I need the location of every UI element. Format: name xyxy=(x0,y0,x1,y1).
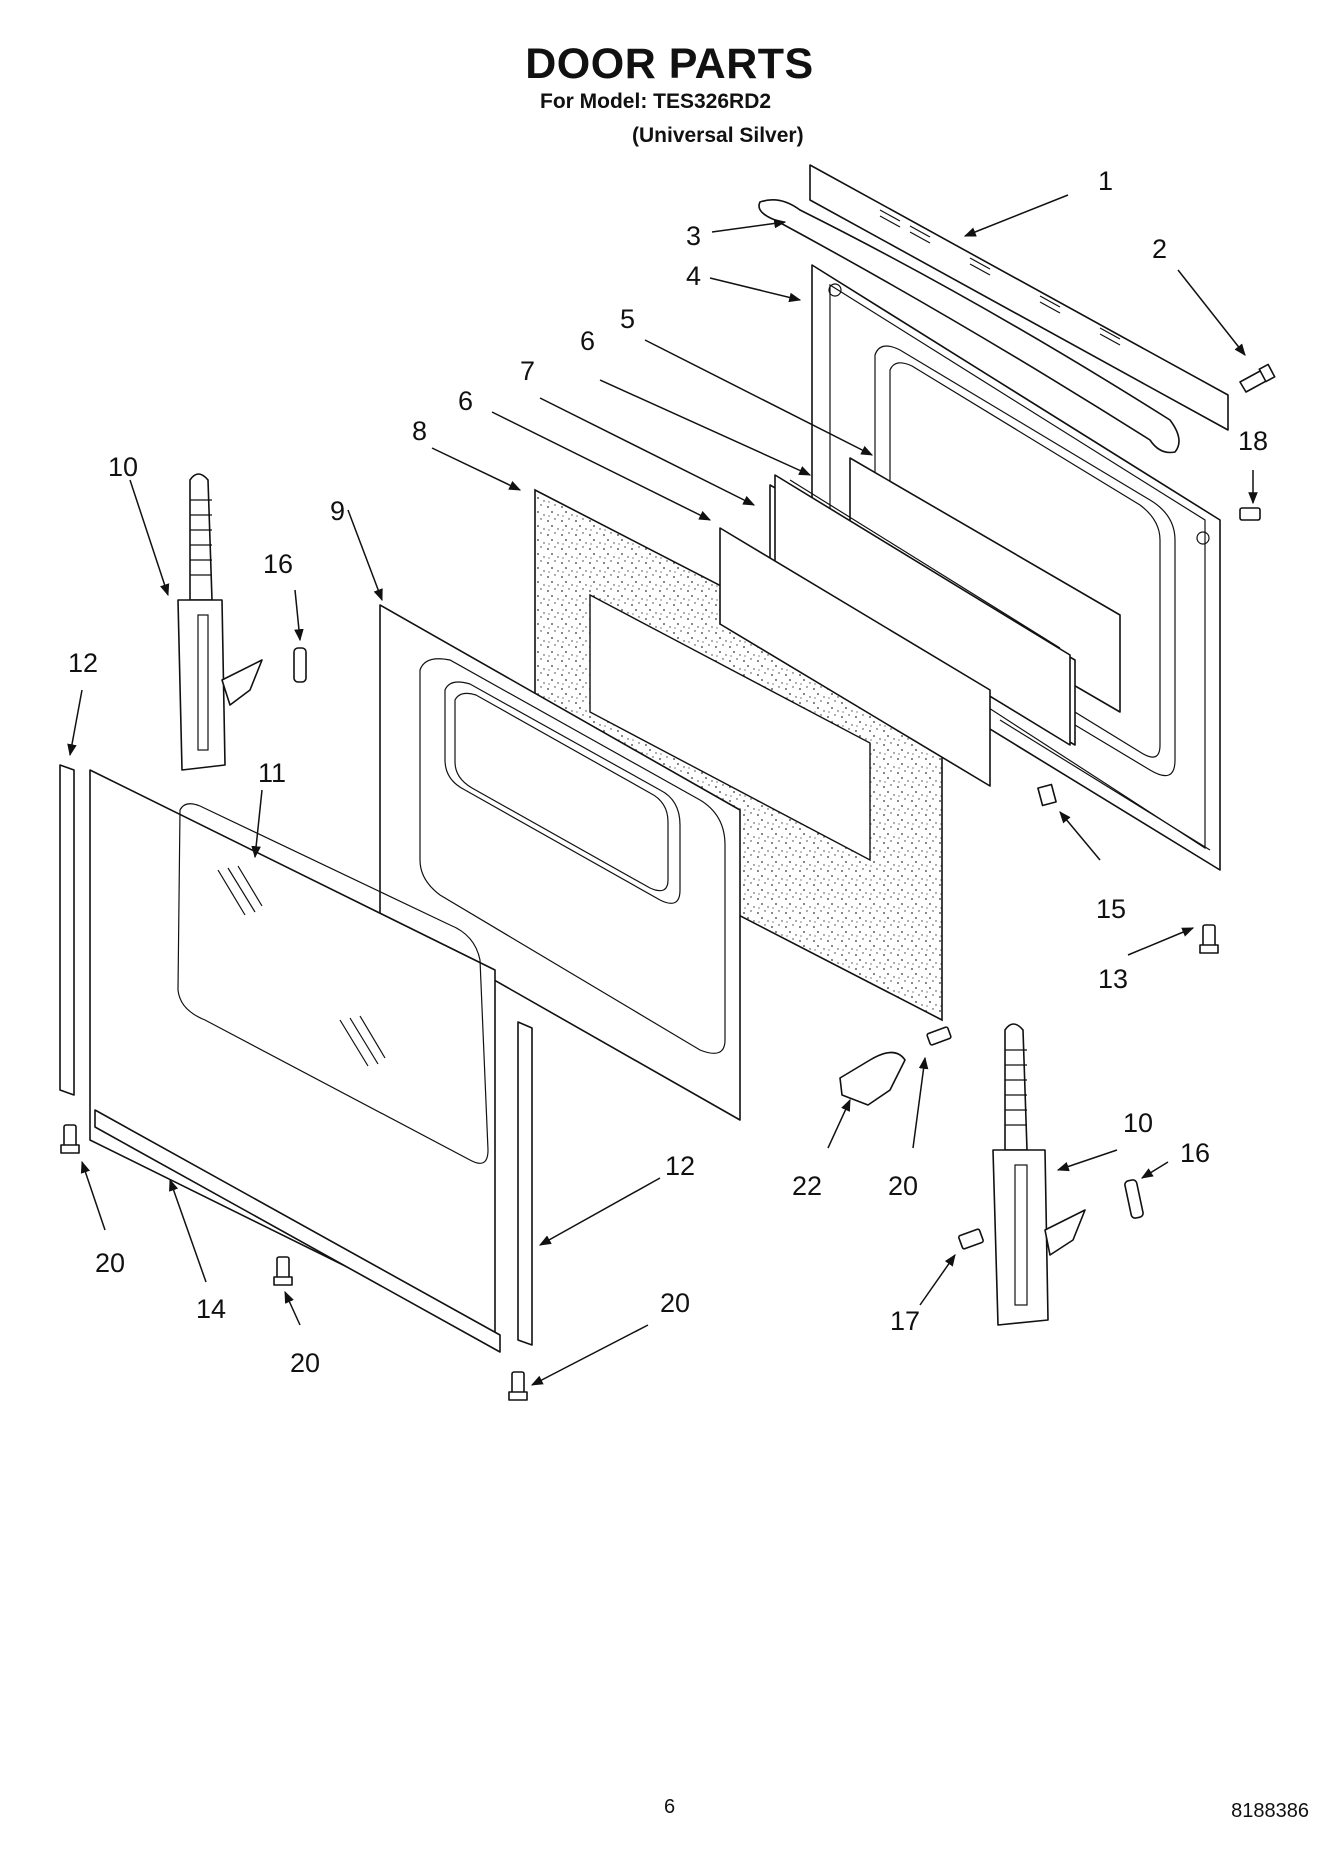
callout-c3: 3 xyxy=(686,221,701,251)
callout-c20c: 20 xyxy=(660,1288,690,1318)
callout-c17: 17 xyxy=(890,1306,920,1336)
part-20-screw-b xyxy=(273,1256,293,1286)
part-3-handle xyxy=(758,199,1180,454)
part-8-insulation xyxy=(534,488,943,1022)
part-20-screw-a xyxy=(60,1124,80,1154)
callout-c18: 18 xyxy=(1238,426,1268,456)
callout-c12b: 12 xyxy=(665,1151,695,1181)
part-12-right-trim xyxy=(517,1021,533,1346)
callout-c16a: 16 xyxy=(263,549,293,579)
callout-c6b: 6 xyxy=(458,386,473,416)
leader-lines xyxy=(67,194,1258,1386)
callout-c10a: 10 xyxy=(108,452,138,482)
part-20-screw-d xyxy=(926,1026,952,1046)
callout-c20a: 20 xyxy=(95,1248,125,1278)
callout-c20b: 20 xyxy=(290,1348,320,1378)
part-17-screw xyxy=(958,1228,984,1250)
page-title: DOOR PARTS xyxy=(525,40,814,88)
callout-c20d: 20 xyxy=(888,1171,918,1201)
callout-c16b: 16 xyxy=(1180,1138,1210,1168)
model-line: For Model: TES326RD2 xyxy=(540,90,772,113)
callout-c9: 9 xyxy=(330,496,345,526)
callout-c6a: 6 xyxy=(580,326,595,356)
part-12-left-trim xyxy=(59,764,75,1096)
callout-c14: 14 xyxy=(196,1294,226,1324)
part-18-screw xyxy=(1239,507,1261,521)
callout-numbers: 1234566789101011121213141516161718202020… xyxy=(68,166,1268,1378)
part-6-glass xyxy=(719,527,991,787)
callout-c15: 15 xyxy=(1096,894,1126,924)
document-number: 8188386 xyxy=(1231,1800,1309,1822)
model-variant: (Universal Silver) xyxy=(632,124,804,147)
part-1-vent-trim xyxy=(809,164,1229,431)
page-number: 6 xyxy=(663,1796,676,1818)
callout-c11: 11 xyxy=(258,758,286,788)
part-14-bottom-trim xyxy=(94,1109,501,1353)
part-7-glass-frame xyxy=(774,474,1071,746)
callout-c10b: 10 xyxy=(1123,1108,1153,1138)
callout-c4: 4 xyxy=(686,261,701,291)
part-10-left-hinge xyxy=(177,473,263,771)
part-22-bracket xyxy=(839,1051,906,1106)
part-13-screw xyxy=(1199,924,1219,954)
part-20-screw-c xyxy=(508,1371,528,1401)
callout-c12a: 12 xyxy=(68,648,98,678)
callout-c22: 22 xyxy=(792,1171,822,1201)
callout-c1: 1 xyxy=(1098,166,1113,196)
callout-c7: 7 xyxy=(520,356,535,386)
part-9-door-liner xyxy=(379,604,741,1121)
part-16-clip-left xyxy=(293,647,307,683)
callout-c2: 2 xyxy=(1152,234,1167,264)
callout-c5: 5 xyxy=(620,304,635,334)
callout-c13: 13 xyxy=(1098,964,1128,994)
part-10-right-hinge xyxy=(992,1023,1086,1326)
callout-c8: 8 xyxy=(412,416,427,446)
part-15-bracket xyxy=(1037,783,1057,807)
part-16-clip-right xyxy=(1124,1179,1144,1219)
part-2-screw xyxy=(1239,363,1276,393)
